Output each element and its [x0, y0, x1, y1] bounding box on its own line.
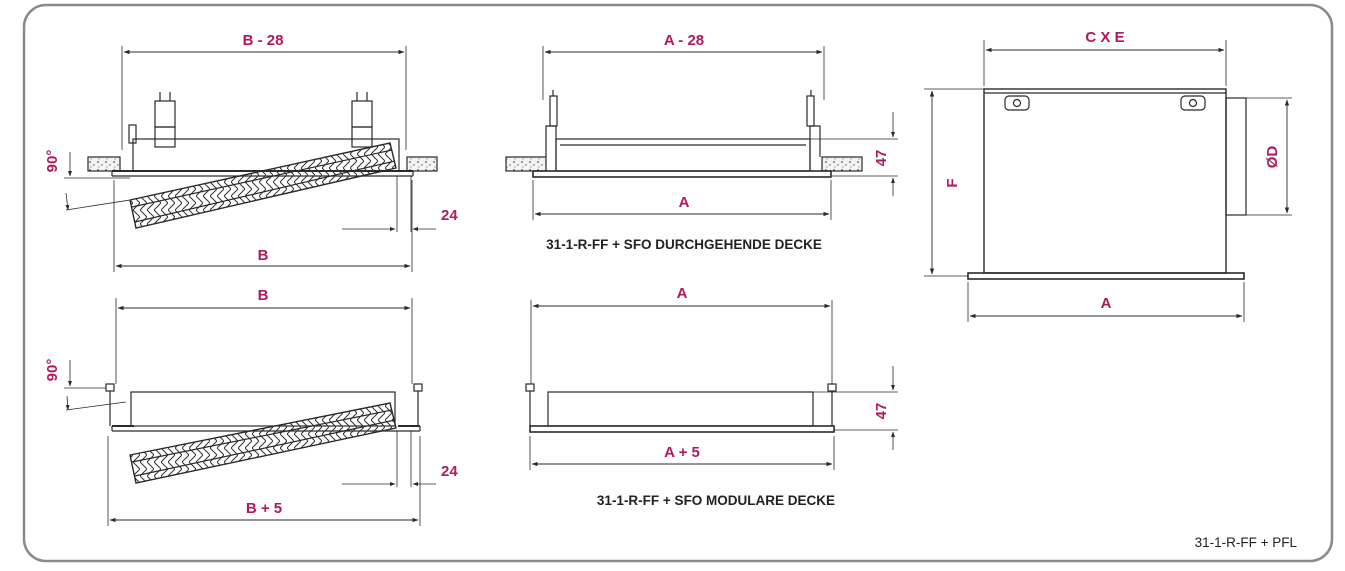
view-top-left	[64, 46, 438, 272]
dim-b-plus-5: B + 5	[246, 500, 282, 517]
dim-c-x-e: C X E	[1085, 29, 1124, 46]
dim-f: F	[944, 178, 961, 187]
dim-offset-bottom: 24	[441, 463, 458, 480]
frame-border	[22, 3, 1334, 563]
dim-47-bottom: 47	[873, 403, 890, 420]
dim-diameter: ØD	[1264, 146, 1281, 169]
dim-offset-top: 24	[441, 207, 458, 224]
dim-a-box: A	[1101, 295, 1112, 312]
dim-a-plus-5: A + 5	[664, 444, 700, 461]
footer-label: 31-1-R-FF + PFL	[1195, 535, 1298, 550]
dim-b-bottom-top: B	[258, 287, 269, 304]
dim-a-minus-28: A - 28	[664, 32, 704, 49]
dim-angle-top: 90°	[44, 150, 61, 173]
view-bottom-left	[64, 298, 436, 526]
dim-47-top: 47	[873, 150, 890, 167]
view-bottom-middle	[525, 300, 898, 470]
caption-modulare-decke: 31-1-R-FF + SFO MODULARE DECKE	[597, 493, 835, 508]
dim-b-minus-28: B - 28	[243, 32, 284, 49]
view-plenum-box	[924, 40, 1292, 322]
caption-durchgehende-decke: 31-1-R-FF + SFO DURCHGEHENDE DECKE	[546, 237, 822, 252]
view-top-middle	[505, 46, 898, 220]
dim-a-bottom-top: A	[677, 285, 688, 302]
dim-b-top: B	[258, 247, 269, 264]
dim-angle-bottom: 90°	[44, 359, 61, 382]
dim-a-top: A	[679, 194, 690, 211]
